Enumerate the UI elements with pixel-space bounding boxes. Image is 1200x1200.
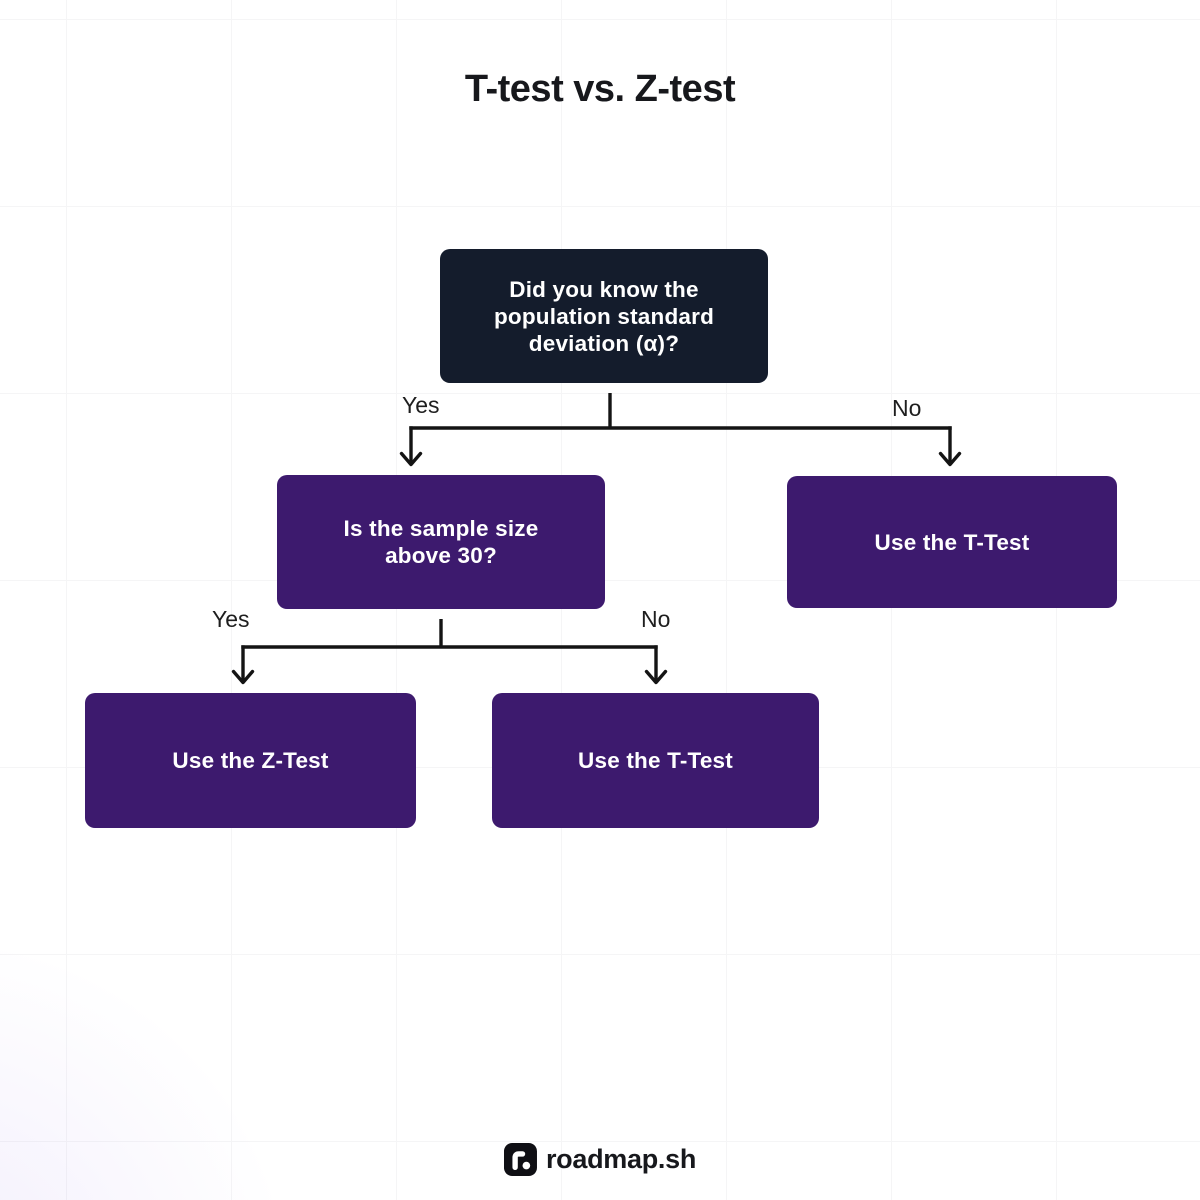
node-question-sample-size: Is the sample size above 30?: [277, 475, 605, 609]
footer-brand-text: roadmap.sh: [545, 1144, 697, 1174]
node-result-use-t-test-right: Use the T-Test: [787, 476, 1117, 608]
level1-yes-label: Yes: [402, 392, 440, 418]
level2-yes-arrowhead-icon: [231, 669, 255, 685]
roadmap-logo-icon: [503, 1143, 537, 1176]
level2-yes-label: Yes: [212, 606, 250, 632]
level1-yes-arrowhead-icon: [399, 451, 423, 467]
node-result-use-z-test-text: Use the Z-Test: [172, 748, 329, 773]
level1-no-arrowhead-icon: [938, 451, 962, 467]
level2-no-label: No: [641, 606, 671, 632]
node-question-sample-size-text: Is the sample size above 30?: [343, 516, 539, 568]
node-result-use-t-test-bottom: Use the T-Test: [492, 693, 819, 828]
footer-brand: roadmap.sh: [503, 1143, 697, 1176]
node-question-population-sd-text: Did you know the population standard dev…: [493, 276, 715, 356]
level1-no-label: No: [892, 395, 922, 421]
node-result-use-t-test-bottom-text: Use the T-Test: [578, 748, 733, 773]
level2-no-arrowhead-icon: [644, 669, 668, 685]
page-title: T-test vs. Z-test: [464, 68, 736, 110]
node-question-population-sd: Did you know the population standard dev…: [440, 249, 768, 383]
node-result-use-z-test: Use the Z-Test: [85, 693, 416, 828]
node-result-use-t-test-right-text: Use the T-Test: [874, 529, 1030, 555]
